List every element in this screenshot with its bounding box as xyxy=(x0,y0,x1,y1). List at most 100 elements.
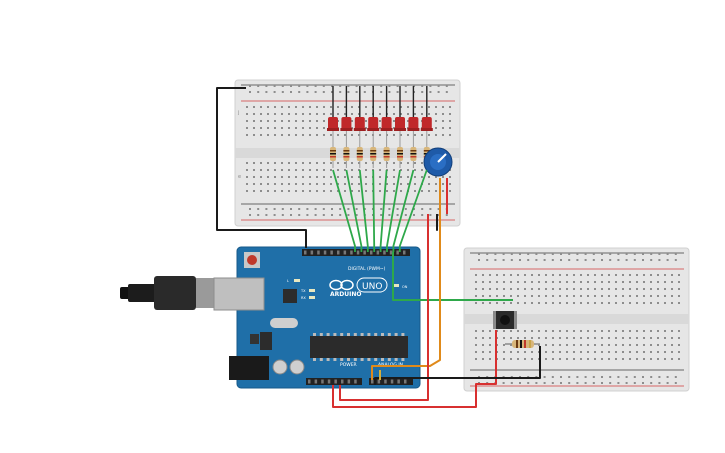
breadboard-hole xyxy=(475,337,477,339)
wire-5v-top[interactable] xyxy=(339,214,429,401)
breadboard-hole xyxy=(543,376,546,378)
breadboard-hole xyxy=(573,274,575,276)
usb-port xyxy=(213,277,265,311)
pushbutton[interactable] xyxy=(493,311,517,329)
breadboard-hole xyxy=(351,190,353,192)
potentiometer[interactable] xyxy=(423,147,453,177)
breadboard-hole xyxy=(449,113,451,115)
usb-cable[interactable] xyxy=(128,284,158,302)
breadboard-hole xyxy=(260,134,262,136)
breadboard-hole xyxy=(295,120,297,122)
breadboard-hole xyxy=(260,183,262,185)
resistor[interactable] xyxy=(505,340,540,348)
arduino-uno-board[interactable]: DIGITAL (PWM~) ARDUINO UNO L TX RX ON PO… xyxy=(120,246,421,389)
header-pin xyxy=(384,379,387,384)
breadboard-hole xyxy=(486,253,489,255)
breadboard-hole xyxy=(503,302,505,304)
breadboard-hole xyxy=(524,274,526,276)
breadboard-hole xyxy=(608,274,610,276)
breadboard-hole xyxy=(666,382,669,384)
resistor-band xyxy=(410,153,417,155)
breadboard-hole xyxy=(503,281,505,283)
header-pin xyxy=(330,250,333,255)
header-pin xyxy=(383,250,386,255)
breadboard-hole xyxy=(559,330,561,332)
breadboard-hole xyxy=(552,281,554,283)
led-signal-wire[interactable] xyxy=(372,169,376,252)
breadboard-hole xyxy=(629,337,631,339)
resistor-band xyxy=(397,153,403,155)
led-base xyxy=(340,128,353,131)
led-signal-wire[interactable] xyxy=(379,169,388,252)
breadboard-hole xyxy=(414,134,416,136)
breadboard-hole xyxy=(393,183,395,185)
breadboard-hole xyxy=(475,330,477,332)
breadboard-hole xyxy=(609,253,612,255)
breadboard-hole xyxy=(421,134,423,136)
breadboard-hole xyxy=(527,382,530,384)
breadboard-hole xyxy=(437,91,440,93)
led-array[interactable] xyxy=(327,86,433,131)
wire-button-signal[interactable] xyxy=(392,252,513,301)
breadboard-hole xyxy=(429,208,432,210)
chip-leg xyxy=(387,333,391,336)
power-header[interactable] xyxy=(306,378,362,385)
chip-leg xyxy=(381,333,384,336)
reset-button[interactable] xyxy=(247,255,257,265)
breadboard-hole xyxy=(407,169,409,171)
led-signal-wire[interactable] xyxy=(386,169,401,252)
breadboard-hole xyxy=(445,91,448,93)
breadboard-hole xyxy=(273,91,276,93)
breadboard-hole xyxy=(524,351,526,353)
breadboard-hole xyxy=(323,127,325,129)
header-pin xyxy=(356,250,360,255)
led-signal-wire[interactable] xyxy=(398,169,428,252)
wire-gnd-top[interactable] xyxy=(216,87,307,248)
arduino-brand-label: ARDUINO xyxy=(330,291,361,298)
breadboard-hole xyxy=(658,253,661,255)
breadboard-hole xyxy=(664,274,666,276)
breadboard-hole xyxy=(337,183,339,185)
breadboard-hole xyxy=(413,214,415,216)
header-pin xyxy=(327,379,331,384)
breadboard-hole xyxy=(351,183,353,185)
led-signal-wires[interactable] xyxy=(332,169,428,252)
breadboard-hole xyxy=(629,274,631,276)
breadboard-hole xyxy=(314,91,317,93)
led-resistors[interactable] xyxy=(330,131,430,168)
breadboard-hole xyxy=(524,281,526,283)
led-signal-wire[interactable] xyxy=(345,169,363,252)
breadboard-hole xyxy=(576,376,579,378)
resistor-band xyxy=(397,150,403,152)
digital-header[interactable] xyxy=(302,249,410,256)
breadboard-hole xyxy=(566,288,568,290)
wire-5v-right[interactable] xyxy=(332,330,497,408)
breadboard-hole xyxy=(643,358,645,360)
breadboard-hole xyxy=(281,85,284,87)
header-pin xyxy=(323,250,327,255)
resistor-band xyxy=(330,153,336,155)
led-base xyxy=(394,128,406,131)
wires[interactable] xyxy=(216,87,541,408)
breadboard-hole xyxy=(274,183,276,185)
breadboard-hole xyxy=(538,337,540,339)
led-8 xyxy=(421,117,432,130)
breadboard-hole xyxy=(449,190,451,192)
breadboard-hole xyxy=(246,190,248,192)
breadboard-hole xyxy=(249,85,251,87)
breadboard-hole xyxy=(545,337,547,339)
breadboard-hole xyxy=(664,330,666,332)
led-signal-wire[interactable] xyxy=(358,169,369,252)
breadboard-hole xyxy=(330,106,332,108)
breadboard-hole xyxy=(337,134,339,136)
breadboard-hole xyxy=(337,176,339,178)
breadboard-hole xyxy=(650,288,652,290)
wire-pot-wiper[interactable] xyxy=(371,178,441,380)
led-signal-wire[interactable] xyxy=(332,169,356,252)
breadboard-hole xyxy=(594,344,596,346)
led-signal-wire[interactable] xyxy=(392,169,415,252)
breadboard-hole xyxy=(442,120,444,122)
breadboard-hole xyxy=(253,183,255,185)
wire-gnd-right[interactable] xyxy=(374,346,541,385)
